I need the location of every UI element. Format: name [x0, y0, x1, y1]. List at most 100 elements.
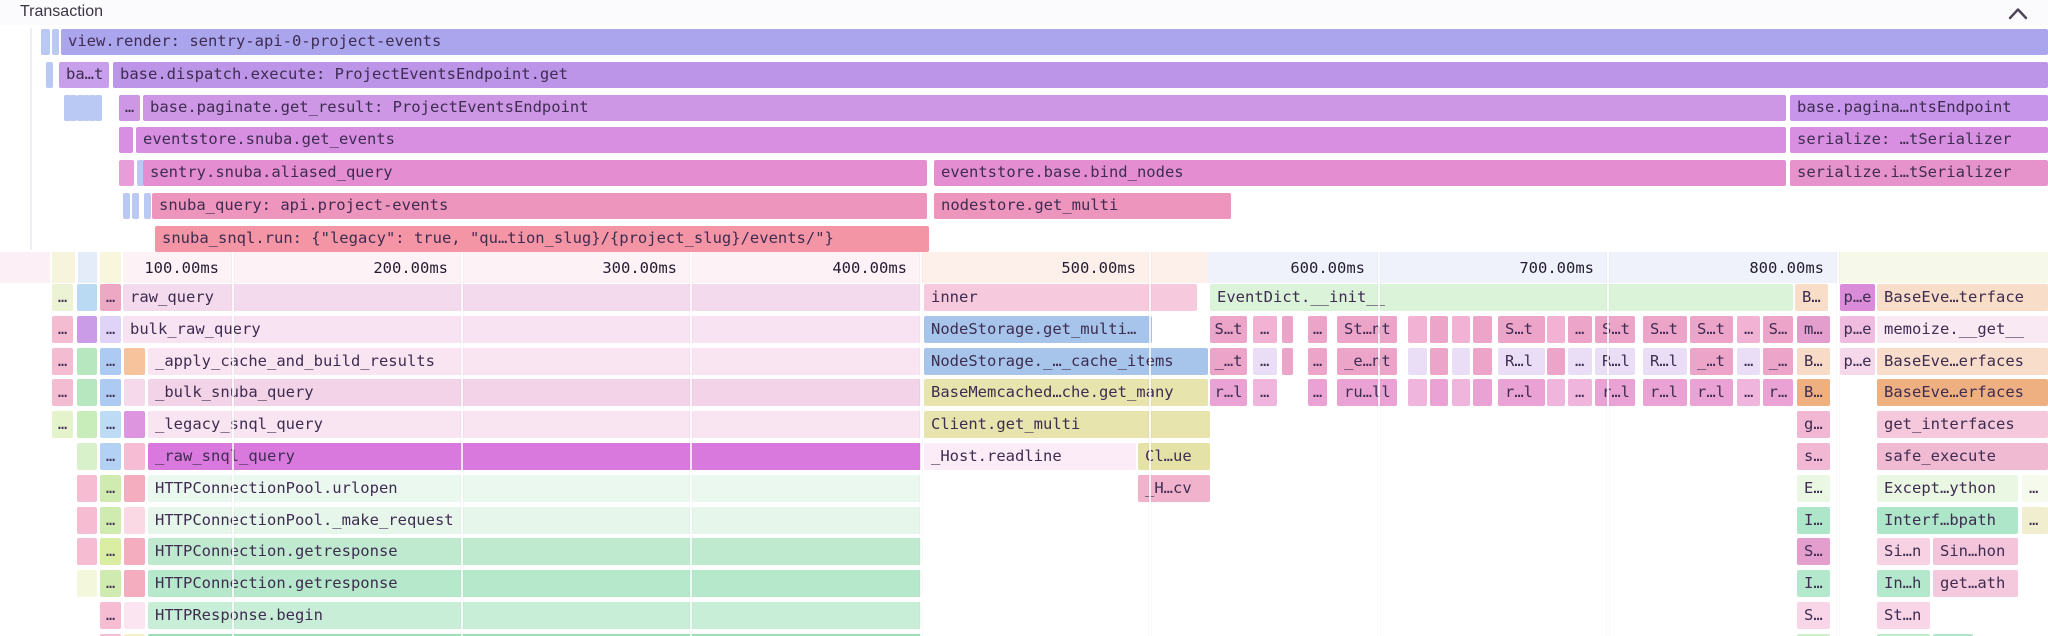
span-chip[interactable]: [124, 443, 145, 470]
span-bar[interactable]: S…t: [1595, 316, 1635, 343]
span-chip[interactable]: [77, 507, 97, 534]
minimap-span-chip[interactable]: [70, 95, 77, 121]
minimap-span-bar[interactable]: base.paginate.get_result: ProjectEventsE…: [143, 95, 1786, 121]
span-bar[interactable]: r…l: [1595, 379, 1635, 406]
span-bar[interactable]: In…h: [1877, 570, 1930, 597]
minimap-span-bar[interactable]: eventstore.base.bind_nodes: [934, 160, 1786, 186]
span-chip[interactable]: [124, 602, 145, 629]
span-bar[interactable]: Si…n: [1877, 538, 1930, 565]
span-bar[interactable]: …: [1737, 316, 1760, 343]
span-bar[interactable]: …: [100, 443, 121, 470]
minimap-span-chip[interactable]: [144, 193, 151, 219]
span-chip[interactable]: [124, 634, 145, 636]
minimap-span-bar[interactable]: nodestore.get_multi: [934, 193, 1231, 219]
span-chip[interactable]: [1408, 348, 1427, 375]
span-bar[interactable]: p…e: [1840, 348, 1875, 375]
span-bar[interactable]: r…: [1763, 379, 1793, 406]
span-chip[interactable]: [1877, 634, 1930, 636]
span-bar[interactable]: memoize.__get__: [1877, 316, 2048, 343]
span-bar[interactable]: …: [1737, 348, 1760, 375]
minimap-span-bar[interactable]: snuba_snql.run: {"legacy": true, "qu…tio…: [155, 226, 929, 252]
span-chip[interactable]: [77, 284, 97, 311]
span-chip[interactable]: [77, 538, 97, 565]
span-bar[interactable]: …: [100, 507, 121, 534]
span-bar[interactable]: HTTPConnectionPool.urlopen: [148, 475, 921, 502]
span-chip[interactable]: [77, 443, 97, 470]
span-bar[interactable]: R…l: [1595, 348, 1635, 375]
span-chip[interactable]: [124, 379, 145, 406]
span-bar[interactable]: …: [100, 570, 121, 597]
span-bar[interactable]: …: [1253, 379, 1277, 406]
span-bar[interactable]: …: [52, 411, 73, 438]
span-bar[interactable]: S…: [1797, 602, 1830, 629]
span-bar[interactable]: …: [100, 348, 121, 375]
span-bar[interactable]: HTTPConnection.getresponse: [148, 538, 921, 565]
span-chip[interactable]: [1473, 316, 1492, 343]
span-chip[interactable]: [124, 411, 145, 438]
span-bar[interactable]: r…l: [1498, 379, 1545, 406]
span-bar[interactable]: …: [100, 538, 121, 565]
span-bar[interactable]: …: [1308, 379, 1327, 406]
span-chip[interactable]: [1547, 379, 1565, 406]
span-bar[interactable]: S…t: [1690, 316, 1733, 343]
minimap-span-chip[interactable]: [64, 95, 71, 121]
minimap-span-chip[interactable]: [52, 29, 59, 55]
span-chip[interactable]: [1408, 316, 1427, 343]
span-chip[interactable]: [77, 348, 97, 375]
span-bar[interactable]: R…l: [1498, 348, 1545, 375]
span-bar[interactable]: Except…ython: [1877, 475, 2018, 502]
span-bar[interactable]: _Host.readline: [924, 443, 1136, 470]
span-bar[interactable]: _…t: [1210, 348, 1247, 375]
span-bar[interactable]: g…: [1797, 411, 1830, 438]
span-bar[interactable]: NodeStorage.get_multi…: [924, 316, 1152, 343]
span-bar[interactable]: p…e: [1840, 316, 1875, 343]
span-bar[interactable]: S…: [1763, 316, 1793, 343]
minimap-span-chip[interactable]: [95, 95, 102, 121]
span-chip[interactable]: [124, 507, 145, 534]
span-bar[interactable]: r…l: [1643, 379, 1687, 406]
span-bar[interactable]: r…l: [1210, 379, 1247, 406]
span-bar[interactable]: HTTPResponse.begin: [148, 602, 921, 629]
span-bar[interactable]: safe_execute: [1877, 443, 2048, 470]
span-bar[interactable]: …: [1308, 316, 1327, 343]
span-bar[interactable]: S…t: [1210, 316, 1247, 343]
span-bar[interactable]: Sin…hon: [1933, 538, 2018, 565]
span-chip[interactable]: [77, 570, 97, 597]
span-chip[interactable]: [77, 316, 97, 343]
span-chip[interactable]: [1547, 348, 1565, 375]
span-bar[interactable]: bulk_raw_query: [123, 316, 921, 343]
span-bar[interactable]: r…l: [1690, 379, 1733, 406]
span-bar[interactable]: …: [52, 379, 73, 406]
span-bar[interactable]: …: [1737, 379, 1760, 406]
span-bar[interactable]: ru…ll: [1337, 379, 1397, 406]
span-chip[interactable]: [1282, 316, 1293, 343]
span-bar[interactable]: …: [52, 316, 73, 343]
span-chip[interactable]: [1408, 379, 1427, 406]
span-chip[interactable]: [124, 348, 145, 375]
span-chip[interactable]: [1547, 316, 1565, 343]
span-bar[interactable]: …: [1253, 316, 1277, 343]
span-bar[interactable]: …: [2022, 507, 2048, 534]
minimap-span-bar[interactable]: serialize: …tSerializer: [1790, 127, 2048, 153]
minimap-span-chip[interactable]: [83, 95, 90, 121]
span-chip[interactable]: [100, 634, 121, 636]
span-bar[interactable]: S…t: [1498, 316, 1545, 343]
span-chip[interactable]: [1430, 348, 1448, 375]
minimap-span-chip[interactable]: [41, 29, 50, 55]
span-bar[interactable]: …: [2022, 475, 2048, 502]
span-chip[interactable]: [1452, 379, 1470, 406]
span-bar[interactable]: _…t: [1690, 348, 1733, 375]
span-bar[interactable]: get…ath: [1933, 570, 2018, 597]
span-bar[interactable]: BaseMemcached…che.get_many: [924, 379, 1208, 406]
span-chip[interactable]: [124, 538, 145, 565]
span-bar[interactable]: R…l: [1643, 348, 1687, 375]
span-chip[interactable]: [77, 379, 97, 406]
minimap-span-bar[interactable]: eventstore.snuba.get_events: [136, 127, 1786, 153]
span-bar[interactable]: B…: [1797, 379, 1830, 406]
span-bar[interactable]: HTTPConnection.getresponse: [148, 570, 921, 597]
minimap-span-chip[interactable]: [137, 160, 144, 186]
chevron-up-icon[interactable]: [2006, 5, 2030, 23]
minimap-span-bar[interactable]: sentry.snuba.aliased_query: [143, 160, 927, 186]
span-bar[interactable]: BaseEve…erfaces: [1877, 348, 2048, 375]
span-chip[interactable]: [1473, 348, 1492, 375]
